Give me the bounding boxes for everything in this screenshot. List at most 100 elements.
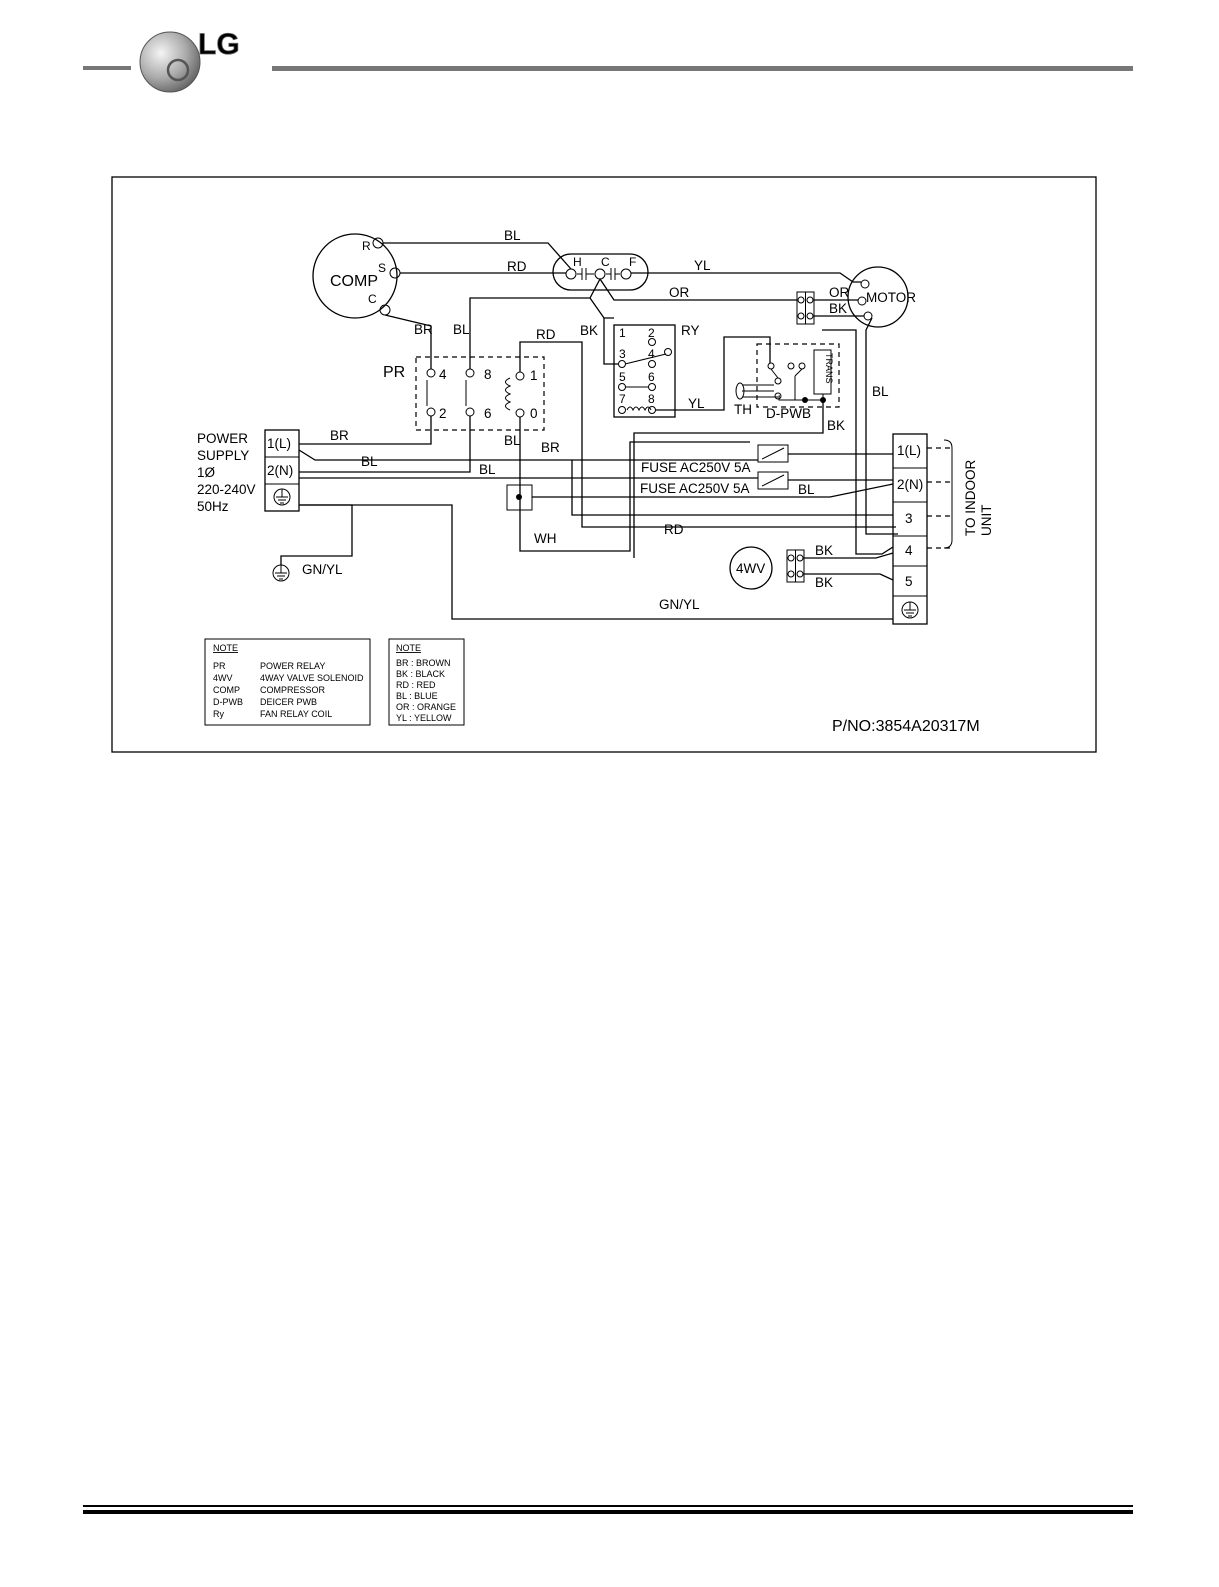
compressor-label: COMP [330,273,378,290]
motor-body [847,266,909,328]
svg-text:BK: BK [815,575,833,590]
motor-label: MOTOR [866,290,916,305]
svg-text:FUSE AC250V 5A: FUSE AC250V 5A [640,481,750,496]
capacitor-h-label: H [573,255,582,269]
deicer-pwb-label: D-PWB [766,406,811,421]
compressor-terminal-c [379,304,391,316]
compressor-terminal-s [389,267,401,279]
capacitor-terminal-f [620,268,632,280]
svg-text:WH: WH [534,531,557,546]
svg-text:BL: BL [479,462,496,477]
svg-text:BL : BLUE: BL : BLUE [396,691,438,701]
indoor-terminal-block: 1(L) 2(N) 3 4 5 TO INDOOR UNIT [892,433,994,625]
lg-logo-letters: LG [198,28,240,61]
compressor-terminal-c-label: C [368,292,377,306]
compressor: COMP R S C [312,233,401,319]
terminal-ground-icon [901,601,919,619]
wires [298,242,898,620]
svg-text:8: 8 [484,367,492,382]
indoor-terminal-body [892,433,928,625]
svg-text:BR : BROWN: BR : BROWN [396,658,451,668]
svg-text:YL : YELLOW: YL : YELLOW [396,713,452,723]
svg-text:2(N): 2(N) [267,463,293,478]
svg-text:7: 7 [619,392,626,406]
compressor-terminal-r-label: R [362,239,371,253]
svg-text:COMPRESSOR: COMPRESSOR [260,685,326,695]
svg-text:D-PWB: D-PWB [213,697,243,707]
power-relay-coil [505,377,512,411]
svg-text:2: 2 [648,326,655,340]
capacitor-plates-hc [577,268,594,280]
svg-text:BL: BL [798,482,815,497]
svg-text:GN/YL: GN/YL [302,562,343,577]
fuse-2: FUSE AC250V 5A [640,471,789,496]
note-wire-colors: NOTE BR : BROWN BK : BLACK RD : RED BL :… [388,638,465,726]
power-supply-block: 1(L) 2(N) POWER SUPPLY 1Ø 220-240V 50Hz [197,429,300,514]
header-rule-right [272,66,1133,71]
svg-text:YL: YL [694,258,711,273]
svg-text:OR : ORANGE: OR : ORANGE [396,702,456,712]
lg-logo-face-mark [166,58,190,82]
svg-text:FAN RELAY COIL: FAN RELAY COIL [260,709,332,719]
thermistor-label: TH [734,402,752,417]
svg-text:4WV: 4WV [213,673,233,683]
svg-text:POWER RELAY: POWER RELAY [260,661,325,671]
header-rule-left [83,66,131,70]
page-header: LG [83,28,1133,93]
capacitor-terminal-c [594,268,606,280]
lg-logo-face [139,31,201,93]
four-way-valve: 4WV [729,546,805,590]
fan-relay-label: RY [681,323,700,338]
svg-text:PR: PR [213,661,226,671]
capacitor-f-label: F [629,255,636,269]
transformer-label: TRANS [824,353,834,384]
svg-text:220-240V: 220-240V [197,482,256,497]
svg-text:GN/YL: GN/YL [659,597,700,612]
svg-text:COMP: COMP [213,685,240,695]
svg-text:BR: BR [541,440,560,455]
svg-text:4: 4 [648,347,655,361]
svg-text:RD: RD [536,327,556,342]
svg-text:BL: BL [872,384,889,399]
svg-text:POWER: POWER [197,431,248,446]
svg-text:0: 0 [530,406,538,421]
compressor-terminal-s-label: S [378,261,386,275]
svg-text:2(N): 2(N) [897,477,923,492]
svg-text:Ry: Ry [213,709,224,719]
svg-text:RD: RD [664,522,684,537]
svg-text:BK: BK [829,301,847,316]
svg-text:RD : RED: RD : RED [396,680,436,690]
power-supply-terminal [264,429,300,512]
svg-text:1(L): 1(L) [897,443,921,458]
fan-relay: RY 1 2 3 4 5 6 7 8 [613,323,700,418]
deicer-pwb-outline [756,343,840,408]
earth-ground-icon: GN/YL [272,504,353,582]
capacitor-terminal-h [565,268,577,280]
svg-text:4WV: 4WV [736,561,765,576]
svg-text:6: 6 [648,370,655,384]
svg-text:50Hz: 50Hz [197,499,229,514]
svg-text:BL: BL [453,322,470,337]
svg-text:BK: BK [815,543,833,558]
motor-terminal-3 [863,311,873,321]
svg-text:BK : BLACK: BK : BLACK [396,669,445,679]
svg-text:BR: BR [330,428,349,443]
svg-text:1Ø: 1Ø [197,465,216,480]
svg-text:FUSE AC250V 5A: FUSE AC250V 5A [641,460,751,475]
capacitor-c-label: C [601,255,610,269]
svg-text:3: 3 [905,511,913,526]
svg-text:4: 4 [439,367,447,382]
svg-text:1: 1 [530,368,538,383]
svg-text:8: 8 [648,392,655,406]
svg-text:6: 6 [484,406,492,421]
svg-text:OR: OR [669,285,690,300]
diagram-frame [111,176,1097,753]
lg-logo: LG [139,28,240,93]
svg-text:DEICER PWB: DEICER PWB [260,697,317,707]
run-capacitor: H C F [552,253,649,291]
capacitor-body [552,253,649,291]
fan-relay-coil [626,406,652,412]
svg-text:2: 2 [439,406,447,421]
compressor-body [312,233,398,319]
